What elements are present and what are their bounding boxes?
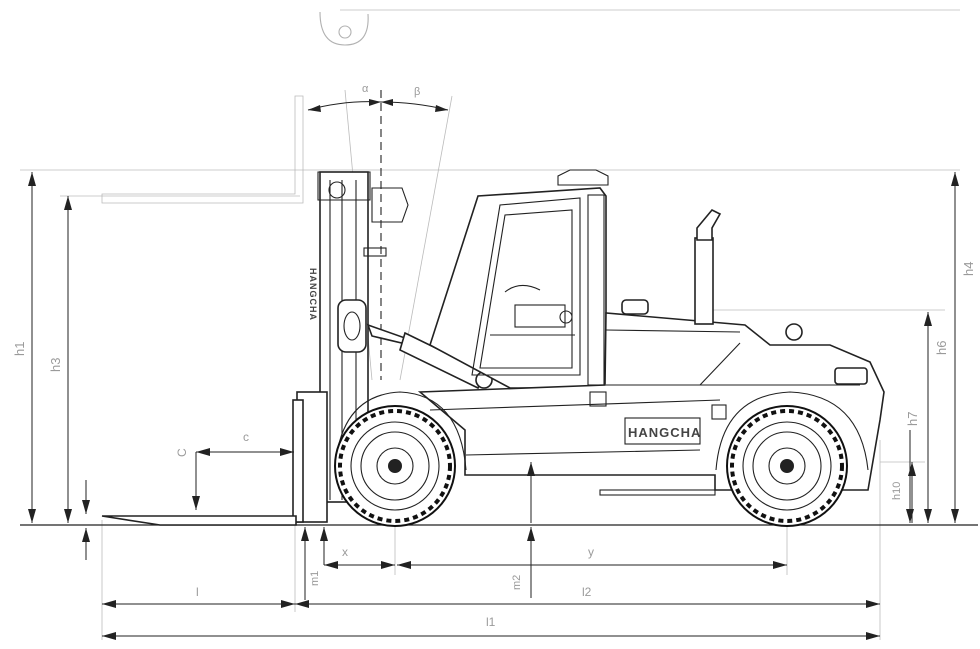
rear-wheel xyxy=(726,405,848,527)
label-l2: l2 xyxy=(582,585,592,599)
dimension-h10 xyxy=(908,462,916,523)
label-beta: β xyxy=(414,86,420,98)
raised-fork xyxy=(101,95,304,204)
body-brand: HANGCHA xyxy=(628,425,701,440)
label-x: x xyxy=(342,545,348,559)
rear-fender xyxy=(715,391,869,471)
dimension-y xyxy=(397,561,787,569)
label-h7: h7 xyxy=(905,412,920,426)
roof-top xyxy=(621,299,803,341)
dimension-l2 xyxy=(295,600,880,608)
dimension-l xyxy=(102,600,295,608)
label-h1: h1 xyxy=(12,342,27,356)
exhaust-pipe xyxy=(694,209,722,325)
dimension-c-horizontal xyxy=(196,448,294,456)
mast-brand: HANGCHA xyxy=(308,268,318,321)
carriage-and-forks xyxy=(101,391,328,526)
label-h3: h3 xyxy=(48,358,63,372)
label-y: y xyxy=(588,545,594,559)
dimension-c-vertical xyxy=(192,452,200,510)
dimension-m1 xyxy=(301,527,309,600)
dimension-l1 xyxy=(102,632,880,640)
cab xyxy=(429,169,609,389)
label-m1: m1 xyxy=(309,571,321,586)
label-l: l xyxy=(196,585,199,599)
label-m2: m2 xyxy=(511,575,523,590)
dimension-h1 xyxy=(28,172,36,523)
label-l1: l1 xyxy=(486,615,496,629)
dimension-h6 xyxy=(924,312,932,523)
dimension-m2 xyxy=(527,462,535,598)
dimension-h3 xyxy=(64,196,72,523)
dimension-x xyxy=(320,527,395,569)
label-h4: h4 xyxy=(961,262,976,276)
dimension-h4 xyxy=(951,172,959,523)
top-hook xyxy=(319,11,369,46)
label-c-horizontal: c xyxy=(243,430,249,444)
front-fender xyxy=(334,391,467,471)
front-wheel xyxy=(334,405,456,527)
label-h10: h10 xyxy=(891,482,903,500)
label-c-vertical: C xyxy=(175,448,189,457)
dimension-h7 xyxy=(906,430,914,523)
dimension-fork-thickness xyxy=(82,480,90,560)
label-alpha: α xyxy=(362,83,369,95)
label-h6: h6 xyxy=(934,341,949,355)
extension-lines xyxy=(20,9,960,640)
